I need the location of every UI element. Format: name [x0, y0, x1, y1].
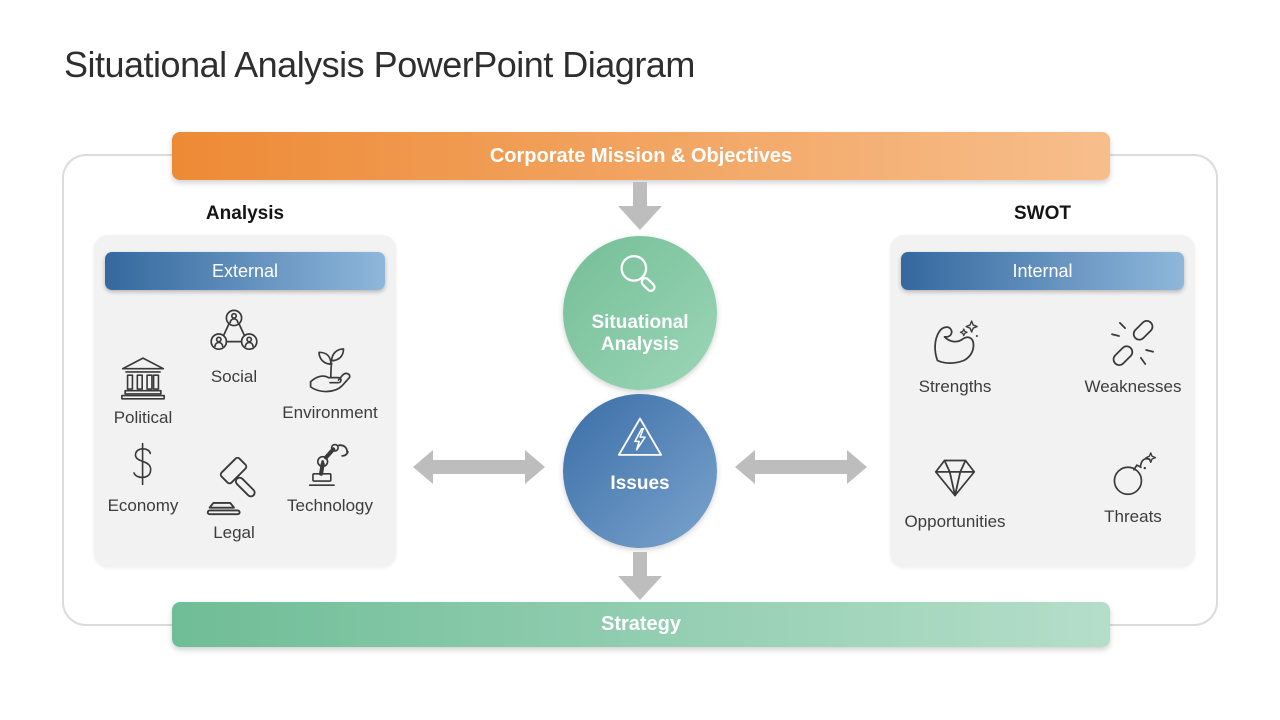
arrow-down-bottom-icon — [618, 552, 662, 600]
people-network-icon — [210, 309, 258, 351]
swot-heading: SWOT — [1014, 203, 1071, 224]
economy-label: Economy — [107, 496, 179, 515]
robot-arm-icon — [308, 443, 349, 486]
external-panel: External Political — [94, 235, 396, 567]
arrow-down-top-icon — [618, 182, 662, 230]
legal-item: Legal — [186, 457, 282, 543]
hand-plant-icon — [309, 348, 351, 393]
strengths-item: Strengths — [898, 315, 1012, 397]
magnifier-icon — [620, 254, 656, 293]
technology-item: Technology — [260, 438, 400, 516]
warning-triangle-icon — [617, 417, 663, 456]
analysis-heading: Analysis — [205, 203, 285, 224]
opportunities-label: Opportunities — [904, 512, 1006, 531]
legal-label: Legal — [213, 523, 255, 542]
diamond-icon — [934, 459, 976, 497]
internal-panel: Internal Strengths Weaknesses — [890, 235, 1195, 567]
biceps-icon — [934, 320, 978, 364]
situational-analysis-circle: Situational Analysis — [563, 236, 717, 390]
weaknesses-label: Weaknesses — [1084, 377, 1182, 396]
arrow-right-double-icon — [735, 450, 867, 484]
political-item: Political — [98, 350, 188, 428]
issues-label: Issues — [610, 473, 670, 494]
social-label: Social — [210, 367, 258, 386]
threats-label: Threats — [1104, 507, 1162, 526]
corporate-mission-label: Corporate Mission & Objectives — [489, 144, 793, 167]
strategy-label: Strategy — [600, 613, 682, 635]
political-label: Political — [113, 408, 173, 427]
dollar-icon — [133, 442, 152, 486]
environment-item: Environment — [260, 343, 400, 423]
weaknesses-item: Weaknesses — [1068, 315, 1198, 397]
technology-label: Technology — [286, 496, 373, 515]
corporate-mission-banner: Corporate Mission & Objectives — [172, 132, 1110, 180]
strategy-banner: Strategy — [172, 602, 1110, 647]
external-panel-header: External — [105, 252, 385, 290]
social-item: Social — [186, 307, 282, 387]
economy-item: Economy — [98, 438, 188, 516]
internal-panel-header: Internal — [901, 252, 1184, 290]
strengths-label: Strengths — [918, 377, 992, 396]
situational-analysis-label: Situational Analysis — [591, 312, 689, 355]
broken-chain-icon — [1111, 320, 1154, 366]
opportunities-item: Opportunities — [890, 450, 1020, 532]
gavel-icon — [206, 457, 256, 516]
bomb-icon — [1113, 452, 1157, 496]
threats-item: Threats — [1068, 447, 1198, 527]
arrow-left-double-icon — [413, 450, 545, 484]
issues-circle: Issues — [563, 394, 717, 548]
page-title: Situational Analysis PowerPoint Diagram — [64, 44, 695, 85]
bank-icon — [121, 357, 165, 400]
environment-label: Environment — [282, 403, 378, 422]
